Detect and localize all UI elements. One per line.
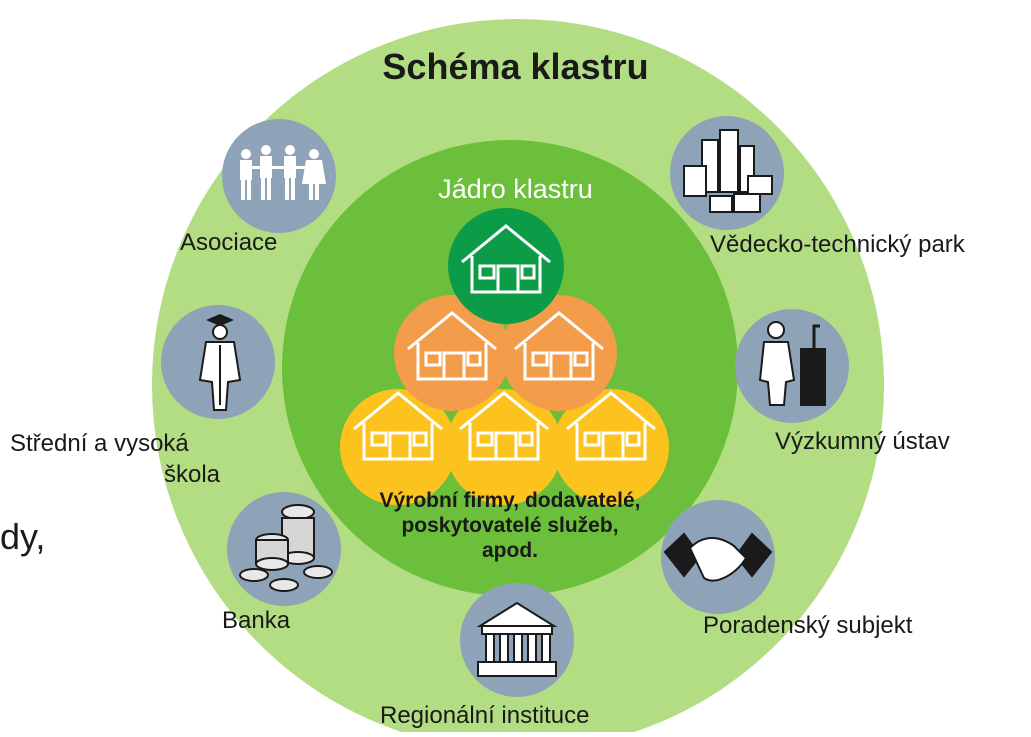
house-icon [566, 391, 656, 461]
label-science-park: Vědecko-technický park [710, 231, 965, 258]
core-description-line: apod. [482, 539, 538, 563]
buildings-icon [683, 129, 773, 213]
handshake-icon [663, 532, 773, 582]
label-regional: Regionální instituce [380, 702, 590, 729]
label-association: Asociace [180, 229, 278, 256]
side-text-fragment: dy, [0, 516, 46, 557]
node-regional [460, 583, 574, 697]
label-bank: Banka [222, 607, 291, 634]
institution-icon [476, 601, 558, 677]
house-icon [514, 311, 604, 381]
node-consulting [661, 500, 775, 614]
house-icon [461, 224, 551, 294]
node-bank [227, 492, 341, 606]
label-school-line1: Střední a vysoká [10, 430, 189, 457]
label-school-line2: škola [164, 461, 221, 488]
label-research: Výzkumný ústav [775, 428, 950, 455]
graduate-icon [198, 314, 242, 411]
node-association [222, 119, 336, 233]
node-school [161, 305, 275, 419]
house-icon [407, 311, 497, 381]
coins-icon [239, 504, 333, 592]
core-title: Jádro klastru [438, 174, 593, 204]
core-description: Výrobní firmy, dodavatelé, poskytovatelé… [320, 488, 700, 564]
node-science-park [670, 116, 784, 230]
researcher-icon [758, 321, 826, 406]
diagram-title: Schéma klastru [382, 46, 649, 87]
node-research [735, 309, 849, 423]
core-description-line: poskytovatelé služeb, [401, 514, 619, 538]
people-icon [240, 145, 326, 200]
house-icons [353, 224, 656, 461]
house-icon [353, 391, 443, 461]
label-consulting: Poradenský subjekt [703, 612, 913, 639]
house-icon [459, 391, 549, 461]
core-description-line: Výrobní firmy, dodavatelé, [379, 489, 641, 512]
